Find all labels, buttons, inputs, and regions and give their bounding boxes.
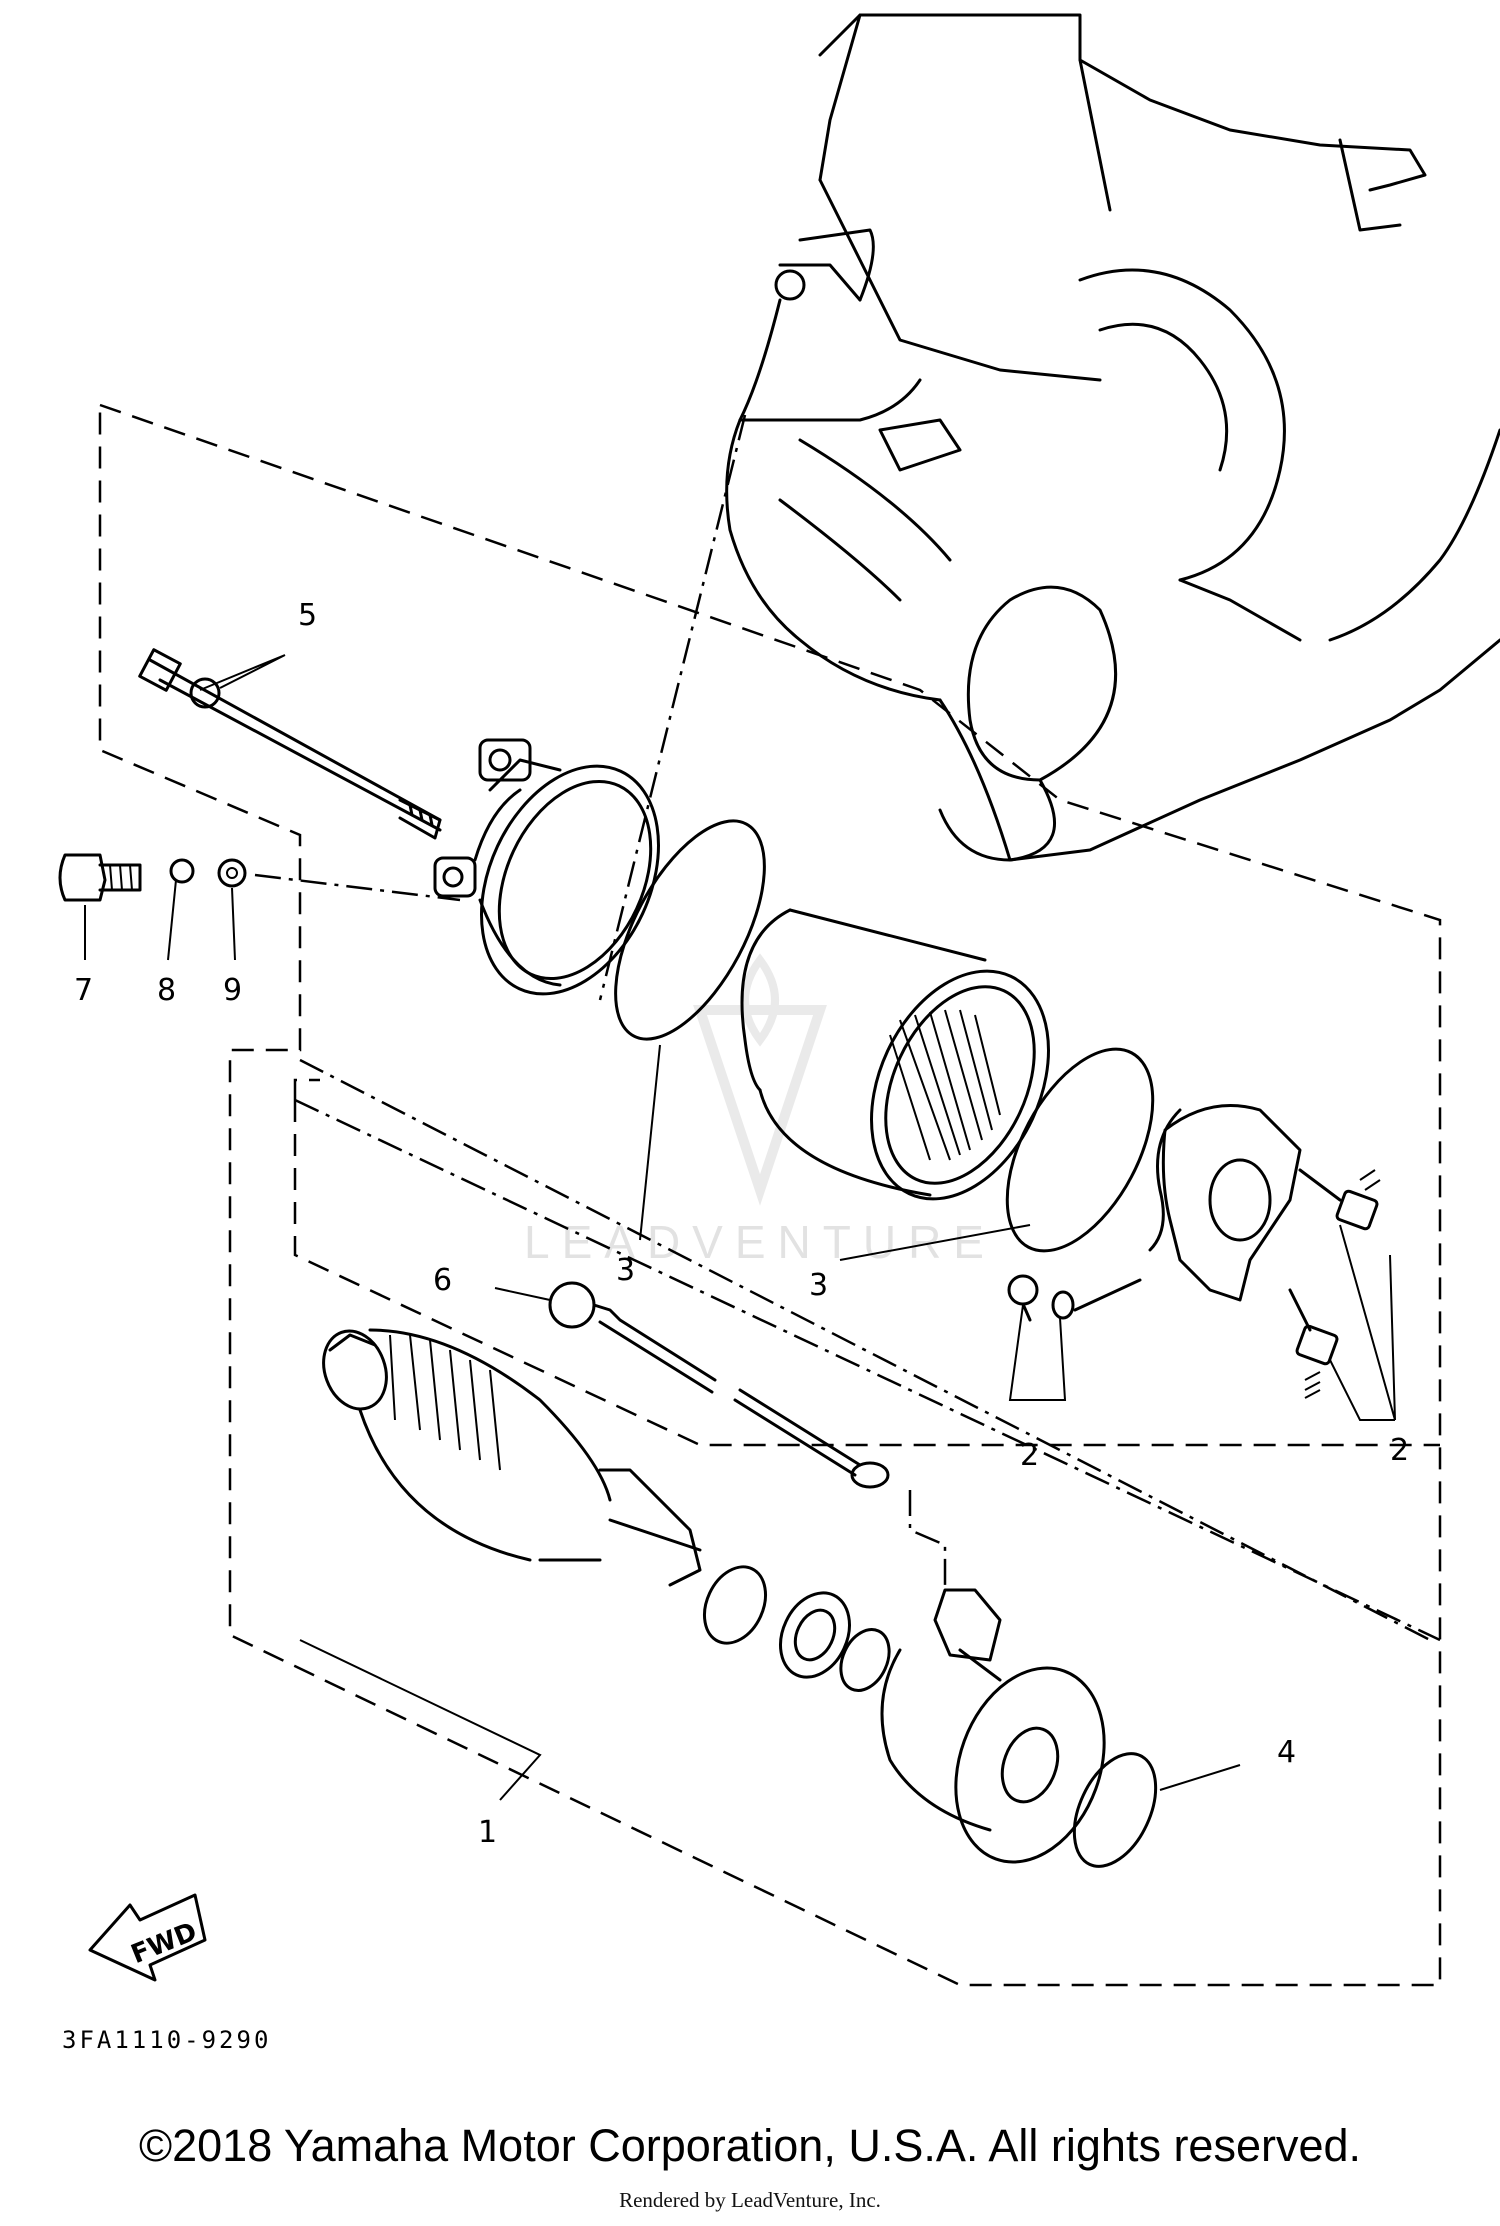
brush-holder-part [1148,1104,1381,1399]
callout-2-holder: 2 [1390,1433,1409,1468]
fwd-direction-arrow: FWD [88,1893,207,1982]
assembly-boundary-outline [98,403,1442,1987]
fwd-label: FWD [127,1917,201,1970]
center-axis-lines [254,414,1441,1642]
o-ring-rear [1005,1047,1155,1253]
mounting-bolt-parts [58,853,247,902]
diagram-code: 3FA1110-9290 [62,2026,271,2054]
copyright-notice: ©2018 Yamaha Motor Corporation, U.S.A. A… [138,2120,1362,2171]
through-bolt-assembly [138,648,442,840]
watermark-text: LEADVENTURE [524,1216,996,1268]
bearing-seal-parts [703,1565,891,1692]
leadventure-watermark: LEADVENTURE [524,953,996,1268]
armature-part [322,1328,702,1587]
front-cover-part [433,738,660,996]
leader-lines [84,654,1396,1801]
rear-cover-part [880,1588,1106,1864]
callout-3-front: 3 [616,1253,635,1288]
rendered-by-credit: Rendered by LeadVenture, Inc. [619,2188,881,2212]
callout-3-rear: 3 [809,1268,828,1303]
callout-2-screws: 2 [1020,1438,1039,1473]
callout-7: 7 [74,973,93,1008]
callout-1: 1 [478,1815,497,1850]
yoke-part [740,908,1050,1201]
brush-holder-screws [1007,1274,1142,1322]
o-ring-front [614,819,766,1041]
crankcase-outline [725,13,1500,862]
o-ring-rear-cover [1072,1752,1158,1868]
callout-5: 5 [298,598,317,633]
callout-4: 4 [1277,1735,1296,1770]
callout-8: 8 [157,973,176,1008]
callout-6: 6 [433,1263,452,1298]
callout-9: 9 [223,973,242,1008]
terminal-bolt-part [548,1281,890,1489]
item1-group-outline [293,1078,1440,1447]
